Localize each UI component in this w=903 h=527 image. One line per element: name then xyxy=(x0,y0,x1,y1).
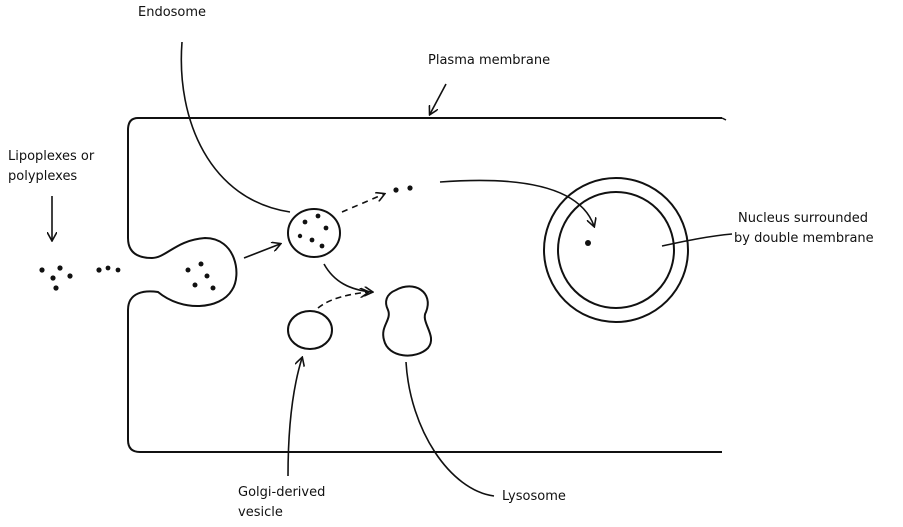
invagination-particles xyxy=(186,262,216,291)
endosome-particles xyxy=(298,214,329,249)
label-lipoplex-line2: polyplexes xyxy=(8,168,77,185)
leader-lysosome xyxy=(406,362,494,496)
arrow-to-endosome xyxy=(244,244,280,258)
label-endosome: Endosome xyxy=(138,4,206,21)
endosome-shape xyxy=(288,209,340,257)
arrow-to-nucleus xyxy=(440,180,594,226)
label-lipoplex-line1: Lipoplexes or xyxy=(8,148,94,165)
label-lysosome: Lysosome xyxy=(502,488,566,505)
label-nucleus-line2: by double membrane xyxy=(734,230,874,247)
lipoplex-particles xyxy=(39,265,120,290)
golgi-vesicle-shape xyxy=(288,311,332,349)
leader-endosome xyxy=(181,42,290,212)
label-plasma-membrane: Plasma membrane xyxy=(428,52,550,69)
arrow-endosome-escape xyxy=(342,194,384,212)
nucleus-inner-membrane xyxy=(558,192,674,308)
plasma-membrane-outline xyxy=(128,118,722,452)
lysosome-shape xyxy=(383,286,431,355)
leader-golgi-vesicle xyxy=(288,358,302,476)
label-nucleus-line1: Nucleus surrounded xyxy=(738,210,868,227)
escaped-particles xyxy=(393,185,412,192)
nucleus-particle xyxy=(585,240,591,246)
label-golgi-line1: Golgi-derived xyxy=(238,484,325,501)
arrow-vesicle-to-lysosome xyxy=(318,292,368,308)
leader-plasma-membrane xyxy=(430,84,446,114)
nucleus-outer-membrane xyxy=(544,178,688,322)
label-golgi-line2: vesicle xyxy=(238,504,283,521)
membrane-right-end-top xyxy=(722,118,726,120)
arrow-endosome-to-lysosome xyxy=(324,264,372,292)
